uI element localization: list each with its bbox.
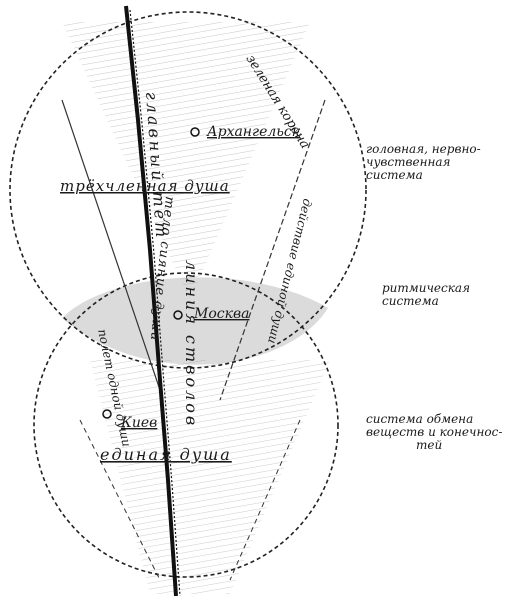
legend-head-line-3: система	[366, 169, 481, 182]
legend-rhythmic-system: ритмическая система	[382, 282, 470, 308]
upper-cone	[62, 22, 310, 300]
legend-metabolic-line-3: тей	[366, 439, 502, 452]
axis-label-lower: линия стволов	[182, 260, 201, 428]
upper-soul-label: трёхчленная душа	[60, 177, 230, 195]
lower-cone	[90, 360, 330, 594]
legend-metabolic-system: система обмена веществ и конечнос- тей	[366, 413, 502, 452]
lower-soul-label: единая душа	[100, 445, 232, 464]
legend-rhythmic-line-2: система	[382, 295, 470, 308]
legend-head-system: головная, нервно- чувственная система	[366, 143, 481, 182]
